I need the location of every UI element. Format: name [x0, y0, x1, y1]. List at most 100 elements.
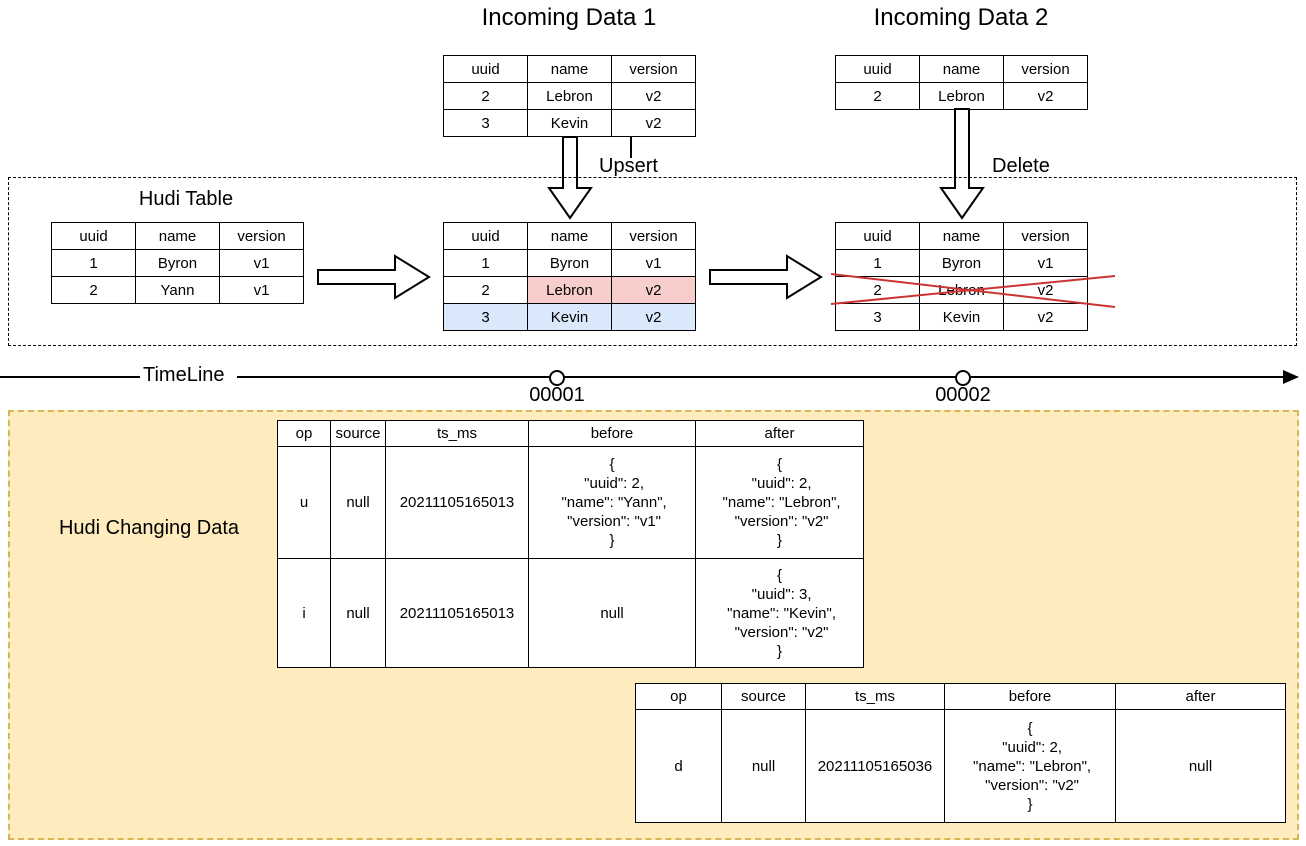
table-cell: v1 — [219, 276, 304, 304]
table-cell: { "uuid": 2, "name": "Lebron", "version"… — [695, 446, 864, 559]
table-cell: Lebron — [527, 82, 612, 110]
table-cell: v2 — [1003, 82, 1088, 110]
table-cell: 2 — [835, 82, 920, 110]
table-cell: Yann — [135, 276, 220, 304]
table-cell: Lebron — [527, 276, 612, 304]
incoming-data-2-title: Incoming Data 2 — [873, 4, 1049, 31]
table-cell: u — [277, 446, 331, 559]
flow-arrow-right-icon-2 — [709, 254, 823, 300]
table-cell: 20211105165036 — [805, 709, 945, 823]
table-cell: { "uuid": 3, "name": "Kevin", "version":… — [695, 558, 864, 668]
table-cell: Byron — [919, 249, 1004, 277]
column-header: uuid — [835, 222, 920, 250]
upsert-label-leader-line — [630, 137, 632, 158]
column-header: uuid — [443, 55, 528, 83]
table-cell: d — [635, 709, 722, 823]
hudi-table-box — [8, 177, 1297, 346]
column-header: name — [135, 222, 220, 250]
table-cell: Kevin — [527, 109, 612, 137]
table-cell: null — [721, 709, 806, 823]
column-header: uuid — [443, 222, 528, 250]
table-cell: i — [277, 558, 331, 668]
table-cell: null — [330, 446, 386, 559]
column-header: after — [1115, 683, 1286, 710]
commit-marker-1 — [549, 370, 565, 386]
commit-1-label: 00001 — [529, 384, 585, 406]
column-header: version — [611, 222, 696, 250]
table-cell: 20211105165013 — [385, 446, 529, 559]
table-cell: Kevin — [527, 303, 612, 331]
column-header: after — [695, 420, 864, 447]
table-cell: 1 — [835, 249, 920, 277]
table-cell: 1 — [443, 249, 528, 277]
table-cell: Byron — [135, 249, 220, 277]
table-cell: 1 — [51, 249, 136, 277]
timeline-arrowhead-icon — [1283, 370, 1299, 384]
delete-cross-icon — [830, 273, 1116, 308]
column-header: name — [919, 55, 1004, 83]
table-cell: v2 — [611, 276, 696, 304]
table-cell: v1 — [219, 249, 304, 277]
table-cell: { "uuid": 2, "name": "Lebron", "version"… — [944, 709, 1116, 823]
column-header: before — [528, 420, 696, 447]
table-cell: v2 — [1003, 303, 1088, 331]
delete-label: Delete — [992, 155, 1050, 177]
column-header: ts_ms — [385, 420, 529, 447]
table-cell: null — [330, 558, 386, 668]
column-header: source — [721, 683, 806, 710]
table-cell: 20211105165013 — [385, 558, 529, 668]
column-header: version — [611, 55, 696, 83]
table-cell: v2 — [611, 82, 696, 110]
flow-arrow-right-icon-1 — [317, 254, 431, 300]
incoming-data-1-title: Incoming Data 1 — [481, 4, 657, 31]
column-header: version — [1003, 55, 1088, 83]
table-cell: 2 — [443, 82, 528, 110]
column-header: uuid — [835, 55, 920, 83]
table-cell: 3 — [835, 303, 920, 331]
commit-marker-2 — [955, 370, 971, 386]
column-header: source — [330, 420, 386, 447]
column-header: name — [919, 222, 1004, 250]
timeline-axis — [237, 376, 1286, 378]
timeline-axis-left — [0, 376, 140, 378]
table-cell: 2 — [51, 276, 136, 304]
table-cell: { "uuid": 2, "name": "Yann", "version": … — [528, 446, 696, 559]
table-cell: 2 — [443, 276, 528, 304]
commit-2-label: 00002 — [935, 384, 991, 406]
column-header: name — [527, 55, 612, 83]
hudi-changing-data-label: Hudi Changing Data — [58, 517, 240, 539]
table-cell: v2 — [611, 303, 696, 331]
table-cell: v2 — [611, 109, 696, 137]
upsert-label: Upsert — [599, 155, 658, 177]
column-header: ts_ms — [805, 683, 945, 710]
table-cell: Lebron — [919, 82, 1004, 110]
table-cell: 3 — [443, 109, 528, 137]
column-header: op — [635, 683, 722, 710]
